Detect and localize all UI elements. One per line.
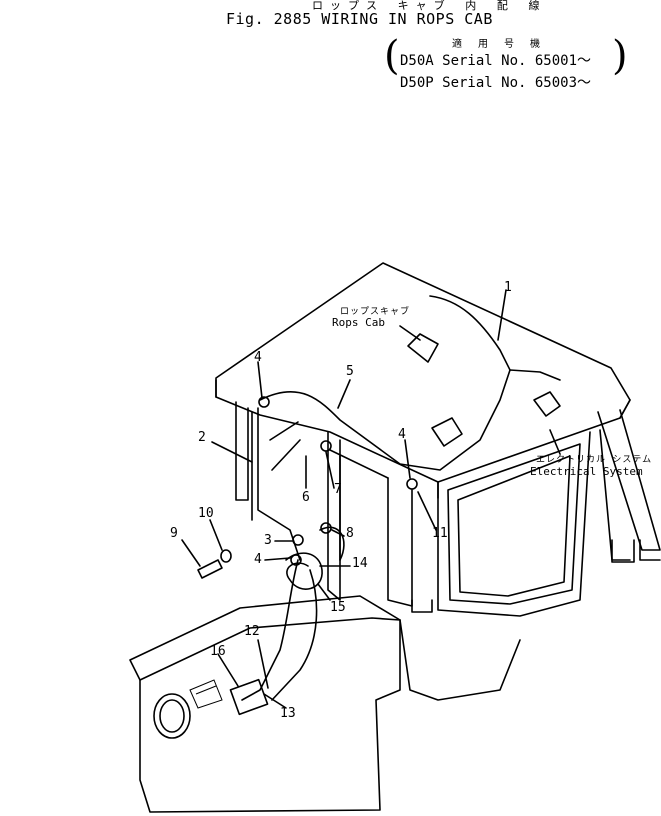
relay-box-13 — [230, 680, 267, 715]
roof-lamp-b — [432, 418, 462, 446]
leader-15 — [318, 584, 330, 600]
callout-10: 10 — [198, 506, 214, 521]
callout-4-lower: 4 — [254, 552, 262, 567]
figure-title: Fig. 2885 WIRING IN ROPS CAB — [226, 10, 493, 28]
fender-box — [130, 596, 400, 812]
cab-roof-edge — [216, 380, 630, 498]
leader-11 — [418, 492, 436, 530]
rops-cab-label-japanese: ロップスキャブ — [340, 307, 411, 317]
leader-8 — [332, 530, 344, 536]
electrical-system-label-japanese: エレクトリカル システム — [536, 455, 653, 465]
rops-cab-label: Rops Cab — [332, 316, 385, 329]
clip-4b — [407, 479, 417, 489]
bolt-9 — [198, 560, 222, 578]
serial-line-d50p: D50P Serial No. 65003～ — [400, 75, 592, 91]
callout-15: 15 — [330, 600, 346, 615]
callout-4-center: 4 — [398, 427, 406, 442]
clip-4c — [291, 555, 301, 565]
cab-right-window-inner — [458, 456, 570, 596]
leader-4c — [265, 558, 290, 560]
cab-pillar-foot — [412, 600, 432, 612]
cab-rear-leg-foot — [612, 540, 660, 562]
title-japanese: ロップス キャブ 内 配 線 — [312, 0, 547, 12]
callout-3: 3 — [264, 533, 272, 548]
fender-connector-detail — [190, 680, 222, 708]
leader-13 — [264, 694, 286, 708]
harness-down-2 — [272, 570, 317, 700]
leader-5 — [338, 380, 350, 408]
cab-right-window — [448, 444, 580, 604]
clip-4a — [259, 397, 269, 407]
leader-rops — [400, 326, 420, 340]
cab-skirt — [400, 620, 520, 700]
wiper-arm — [270, 422, 300, 470]
harness-down — [242, 560, 298, 700]
leader-10 — [210, 520, 222, 550]
serial-open-paren: ( — [384, 33, 400, 79]
roof-lamp-c — [534, 392, 560, 416]
cab-rear-leg-a — [598, 410, 660, 550]
electrical-system-label: Electrical System — [530, 465, 643, 478]
leader-1 — [498, 290, 506, 340]
callout-4-upper-left: 4 — [254, 350, 262, 365]
harness-coil — [286, 553, 322, 589]
roof-lamp-a — [408, 334, 438, 362]
callout-12: 12 — [244, 624, 260, 639]
callout-2: 2 — [198, 430, 206, 445]
harness-roof-main — [260, 370, 560, 470]
callout-14: 14 — [352, 556, 368, 571]
callout-5: 5 — [346, 364, 354, 379]
cab-center-frame — [388, 478, 412, 606]
leader-4a — [258, 362, 262, 398]
leader-2 — [212, 442, 252, 462]
grommet-3 — [293, 535, 303, 545]
grommet-7 — [321, 441, 331, 451]
harness-left-drop — [258, 408, 300, 560]
leader-12 — [258, 640, 268, 688]
callout-8: 8 — [346, 526, 354, 541]
leader-4b — [405, 440, 410, 478]
serial-close-paren: ) — [612, 33, 628, 79]
washer-10 — [221, 550, 231, 562]
serial-heading-japanese: 適 用 号 機 — [452, 39, 546, 50]
leader-9 — [182, 540, 200, 566]
leader-16 — [218, 654, 238, 686]
leader-7 — [326, 452, 334, 488]
harness-roof-branch — [430, 296, 510, 370]
cab-front-frame — [328, 432, 340, 600]
callout-9: 9 — [170, 526, 178, 541]
callout-13: 13 — [280, 706, 296, 721]
callout-11: 11 — [432, 526, 448, 541]
callout-16: 16 — [210, 644, 226, 659]
fender-top-edge — [140, 618, 400, 680]
callout-1: 1 — [504, 280, 512, 295]
cab-rear-leg-b — [600, 430, 630, 560]
front-window-divider — [330, 450, 388, 560]
leader-electrical — [550, 430, 560, 454]
serial-line-d50a: D50A Serial No. 65001～ — [400, 53, 592, 69]
cab-left-pillar — [236, 402, 252, 520]
callout-7: 7 — [334, 482, 342, 497]
cab-roof — [216, 263, 630, 482]
callout-6: 6 — [302, 490, 310, 505]
grommet-8 — [321, 523, 331, 533]
cab-right-side — [438, 432, 590, 616]
fender-round-lamp — [154, 694, 190, 738]
